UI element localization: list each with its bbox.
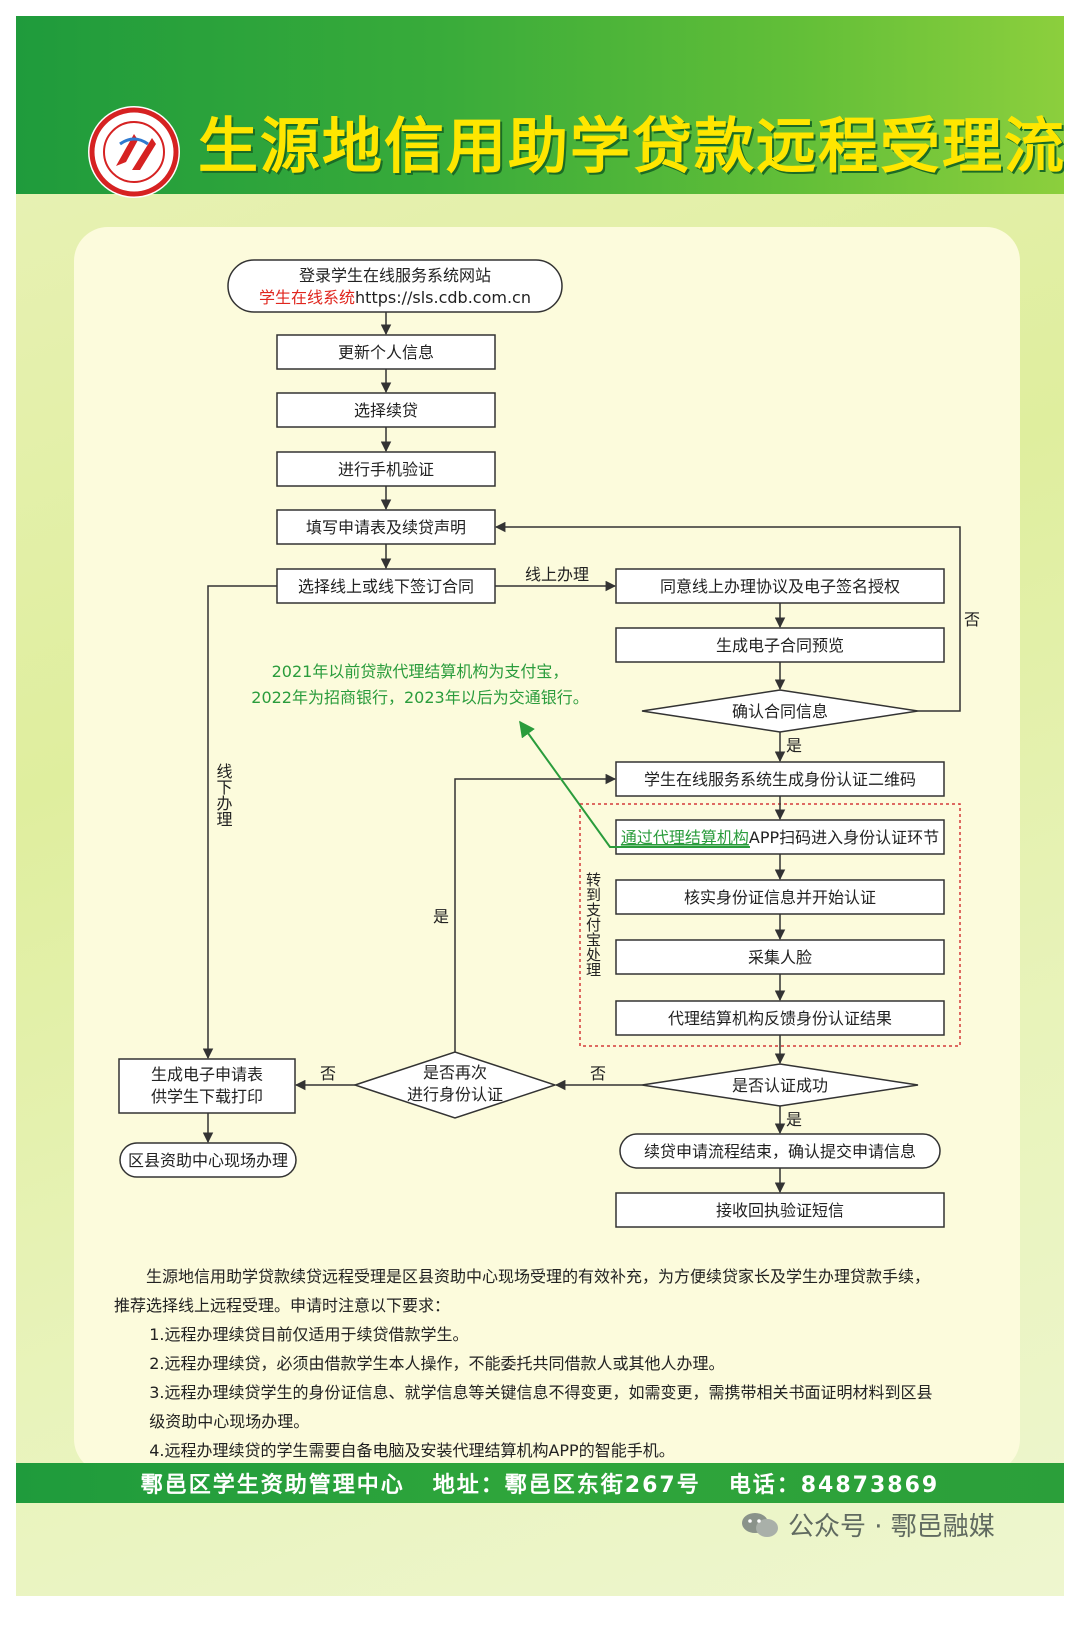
phone-verify-label: 进行手机验证 <box>338 460 434 479</box>
start-line2-red: 学生在线系统 <box>259 288 355 307</box>
page-title: 生源地信用助学贷款远程受理流程 <box>198 112 1064 182</box>
confirm-contract-label: 确认合同信息 <box>732 702 828 721</box>
gen-form-line2: 供学生下载打印 <box>151 1087 263 1106</box>
verify-id-label: 核实身份证信息并开始认证 <box>684 888 876 907</box>
choose-renew-label: 选择续贷 <box>354 401 418 420</box>
app-scan-box <box>615 819 945 855</box>
footer-org: 鄠邑区学生资助管理中心 <box>140 1473 405 1498</box>
update-info-box <box>276 334 496 370</box>
gen-qr-box <box>615 761 945 797</box>
choose-contract-label: 选择线上或线下签订合同 <box>298 577 474 596</box>
footer-address: 地址：鄠邑区东街267号 <box>432 1473 701 1498</box>
app-scan-green: 通过代理结算机构 <box>621 828 749 847</box>
phone-verify-box <box>276 451 496 487</box>
institution-note-line2: 2022年为招商银行，2023年以后为交通银行。 <box>251 688 588 707</box>
notes-item-1: 1.远程办理续贷目前仅适用于续贷借款学生。 <box>149 1325 469 1344</box>
agree-online-label: 同意线上办理协议及电子签名授权 <box>660 577 900 596</box>
choose-contract-box <box>276 568 496 604</box>
district-center-label: 区县资助中心现场办理 <box>128 1151 288 1170</box>
retry-no-label: 否 <box>320 1064 336 1083</box>
alipay-dotted-group <box>579 803 961 1047</box>
collect-face-label: 采集人脸 <box>748 948 812 967</box>
receive-sms-box <box>615 1192 945 1228</box>
gen-qr-label: 学生在线服务系统生成身份认证二维码 <box>644 770 916 789</box>
retry-yes-label: 是 <box>433 907 449 926</box>
collect-face-box <box>615 939 945 975</box>
logo-emblem-icon <box>88 106 180 198</box>
footer-phone: 电话：84873869 <box>728 1473 940 1498</box>
app-scan-rest: APP扫码进入身份认证环节 <box>749 828 939 847</box>
notes-item-3: 3.远程办理续贷学生的身份证信息、就学信息等关键信息不得变更，如需变更，需携带相… <box>149 1383 933 1431</box>
confirm-no-label: 否 <box>964 610 980 629</box>
offline-label: 线下办理 <box>214 763 233 827</box>
notes-item-4: 4.远程办理续贷的学生需要自备电脑及安装代理结算机构APP的智能手机。 <box>149 1441 675 1460</box>
notes-item-2: 2.远程办理续贷，必须由借款学生本人操作，不能委托共同借款人或其他人办理。 <box>149 1354 725 1373</box>
start-line2-url: https://sls.cdb.com.cn <box>355 288 531 307</box>
auth-no-label: 否 <box>590 1064 606 1083</box>
contract-preview-label: 生成电子合同预览 <box>716 636 844 655</box>
retry-line2: 进行身份认证 <box>407 1085 503 1104</box>
fill-form-label: 填写申请表及续贷声明 <box>306 518 466 537</box>
auth-success-label: 是否认证成功 <box>732 1076 828 1095</box>
institution-note-line1: 2021年以前贷款代理结算机构为支付宝， <box>272 662 569 681</box>
start-terminal <box>227 259 563 313</box>
contract-preview-box <box>615 627 945 663</box>
update-info-label: 更新个人信息 <box>338 343 434 362</box>
verify-id-box <box>615 879 945 915</box>
header-banner: 生源地信用助学贷款远程受理流程 <box>16 16 1064 198</box>
retry-line1: 是否再次 <box>423 1063 487 1082</box>
agree-online-box <box>615 568 945 604</box>
auth-yes-label: 是 <box>786 1110 802 1129</box>
transfer-label: 转到支付宝处理 <box>584 872 602 977</box>
notes-section: 生源地信用助学贷款续贷远程受理是区县资助中心现场受理的有效补充，为方便续贷家长及… <box>114 1262 944 1465</box>
fill-form-box <box>276 509 496 545</box>
gen-form-line1: 生成电子申请表 <box>151 1065 263 1084</box>
wechat-icon <box>742 1512 778 1537</box>
auth-success-decision <box>641 1063 919 1107</box>
feedback-label: 代理结算机构反馈身份认证结果 <box>668 1009 892 1028</box>
confirm-yes-label: 是 <box>786 736 802 755</box>
finish-label: 续贷申请流程结束，确认提交申请信息 <box>644 1142 916 1161</box>
start-line2: 学生在线系统https://sls.cdb.com.cn <box>259 288 531 307</box>
feedback-box <box>615 1000 945 1036</box>
start-line1: 登录学生在线服务系统网站 <box>299 266 491 285</box>
receive-sms-label: 接收回执验证短信 <box>716 1201 844 1220</box>
notes-intro: 生源地信用助学贷款续贷远程受理是区县资助中心现场受理的有效补充，为方便续贷家长及… <box>114 1267 931 1315</box>
online-label: 线上办理 <box>525 565 589 584</box>
wechat-text: 公众号 · 鄠邑融媒 <box>788 1512 995 1542</box>
wechat-watermark: 公众号 · 鄠邑融媒 <box>740 1506 995 1543</box>
gen-form-box <box>118 1058 296 1114</box>
footer-bar: 鄠邑区学生资助管理中心 地址：鄠邑区东街267号 电话：84873869 <box>16 1463 1064 1503</box>
app-scan-label: 通过代理结算机构APP扫码进入身份认证环节 <box>621 828 939 847</box>
